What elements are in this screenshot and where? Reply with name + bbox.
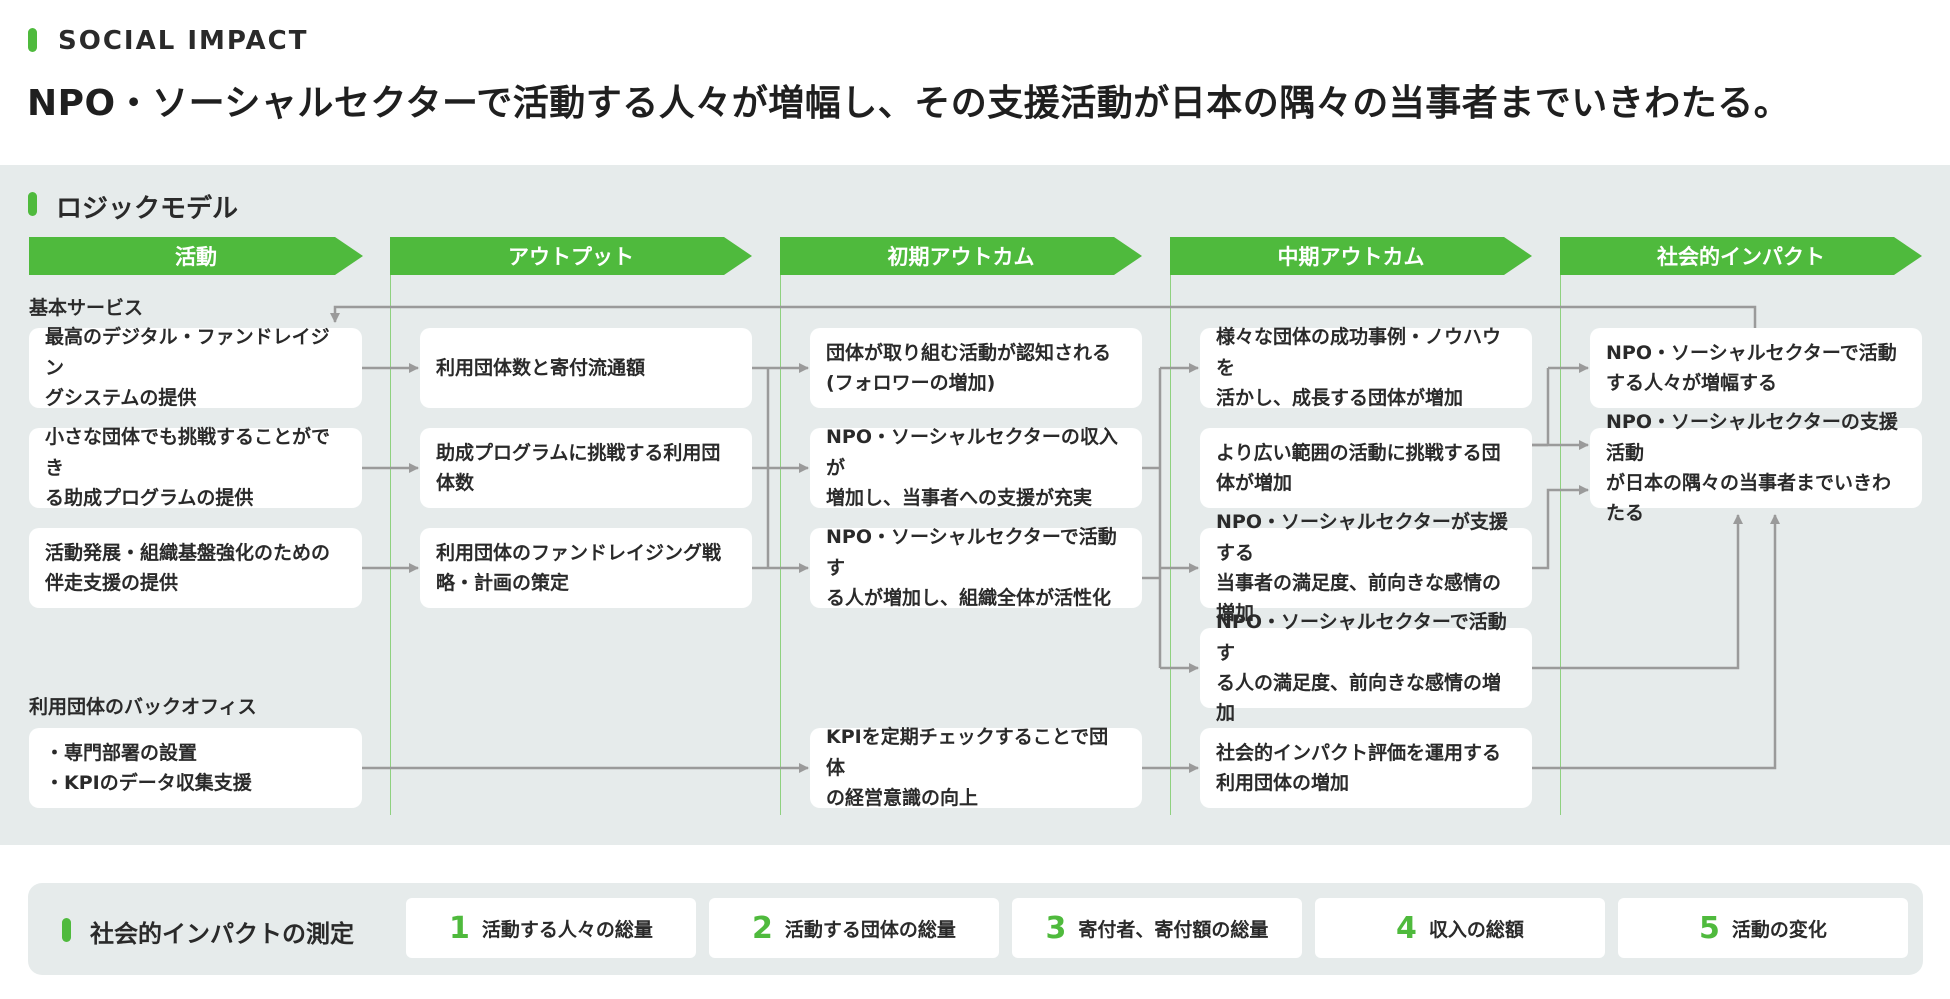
eyebrow-label: SOCIAL IMPACT bbox=[58, 26, 309, 56]
arrow-mid-impact-bus bbox=[1532, 368, 1550, 447]
measurement-label: 活動する人々の総量 bbox=[481, 918, 653, 941]
column-divider bbox=[390, 275, 391, 815]
arrow-mid5-impact2 bbox=[1532, 514, 1780, 770]
column-header-social-impact: 社会的インパクト bbox=[1560, 237, 1922, 275]
group-label-basic-service: 基本サービス bbox=[29, 297, 144, 319]
output-box-1: 利用団体数と寄付流通額 bbox=[420, 328, 752, 408]
measurement-item-2: 2 活動する団体の総量 bbox=[709, 898, 999, 958]
measurement-number: 3 bbox=[1045, 910, 1067, 946]
measurement-item-3: 3 寄付者、寄付額の総量 bbox=[1012, 898, 1302, 958]
measurement-label: 活動の変化 bbox=[1731, 918, 1827, 941]
measurement-label: 寄付者、寄付額の総量 bbox=[1078, 918, 1269, 941]
arrow-initial-bus bbox=[1142, 368, 1162, 668]
activity-box-1: 最高のデジタル・ファンドレイジングシステムの提供 bbox=[29, 326, 362, 409]
mid-outcome-box-1: 様々な団体の成功事例・ノウハウを活かし、成長する団体が増加 bbox=[1200, 326, 1532, 409]
activity-box-backoffice: ・専門部署の設置・KPIのデータ収集支援 bbox=[29, 728, 362, 808]
page-headline: NPO・ソーシャルセクターで活動する人々が増幅し、その支援活動が日本の隅々の当事… bbox=[27, 83, 1791, 124]
column-header-initial-outcome: 初期アウトカム bbox=[780, 237, 1142, 275]
measurement-number: 5 bbox=[1699, 910, 1720, 946]
impact-box-1: NPO・ソーシャルセクターで活動する人々が増幅する bbox=[1590, 328, 1922, 408]
column-header-mid-outcome: 中期アウトカム bbox=[1170, 237, 1532, 275]
eyebrow-accent-bar bbox=[28, 28, 37, 52]
activity-box-2: 小さな団体でも挑戦することができる助成プログラムの提供 bbox=[29, 426, 362, 509]
initial-outcome-box-1: 団体が取り組む活動が認知される(フォロワーの増加) bbox=[810, 328, 1142, 408]
column-divider bbox=[1170, 275, 1171, 815]
mid-outcome-box-3: NPO・ソーシャルセクターが支援する当事者の満足度、前向きな感情の増加 bbox=[1200, 511, 1532, 624]
impact-box-2: NPO・ソーシャルセクターの支援活動が日本の隅々の当事者までいきわたる bbox=[1590, 411, 1922, 524]
measurement-item-4: 4 収入の総額 bbox=[1315, 898, 1605, 958]
output-box-3: 利用団体のファンドレイジング戦略・計画の策定 bbox=[420, 528, 752, 608]
measurement-label: 活動する団体の総量 bbox=[784, 918, 956, 941]
measurement-title: 社会的インパクトの測定 bbox=[90, 920, 354, 948]
group-label-backoffice: 利用団体のバックオフィス bbox=[29, 696, 257, 718]
measurement-item-1: 1 活動する人々の総量 bbox=[406, 898, 696, 958]
column-divider bbox=[780, 275, 781, 815]
measurement-number: 1 bbox=[449, 910, 470, 946]
mid-outcome-box-5: 社会的インパクト評価を運用する利用団体の増加 bbox=[1200, 728, 1532, 808]
measurement-accent-bar bbox=[62, 918, 71, 942]
column-header-activity: 活動 bbox=[29, 237, 363, 275]
mid-outcome-box-2: より広い範囲の活動に挑戦する団体が増加 bbox=[1200, 428, 1532, 508]
initial-outcome-box-3: NPO・ソーシャルセクターで活動する人が増加し、組織全体が活性化 bbox=[810, 526, 1142, 609]
column-divider bbox=[1560, 275, 1561, 815]
arrow-feedback-loop bbox=[330, 305, 1757, 328]
arrow-mid4-impact2 bbox=[1532, 514, 1743, 670]
mid-outcome-box-4: NPO・ソーシャルセクターで活動する人の満足度、前向きな感情の増加 bbox=[1200, 611, 1532, 724]
activity-box-3: 活動発展・組織基盤強化のための伴走支援の提供 bbox=[29, 528, 362, 608]
measurement-label: 収入の総額 bbox=[1428, 918, 1524, 941]
arrow-outputs-bus bbox=[752, 366, 770, 570]
logic-model-title: ロジックモデル bbox=[56, 194, 239, 224]
arrow-mid3-impact2 bbox=[1532, 485, 1589, 570]
column-header-output: アウトプット bbox=[390, 237, 752, 275]
measurement-number: 4 bbox=[1396, 910, 1417, 946]
initial-outcome-box-kpi: KPIを定期チェックすることで団体の経営意識の向上 bbox=[810, 726, 1142, 809]
initial-outcome-box-2: NPO・ソーシャルセクターの収入が増加し、当事者への支援が充実 bbox=[810, 426, 1142, 509]
measurement-item-5: 5 活動の変化 bbox=[1618, 898, 1908, 958]
measurement-number: 2 bbox=[752, 910, 773, 946]
logic-model-accent-bar bbox=[28, 192, 37, 216]
output-box-2: 助成プログラムに挑戦する利用団体数 bbox=[420, 428, 752, 508]
